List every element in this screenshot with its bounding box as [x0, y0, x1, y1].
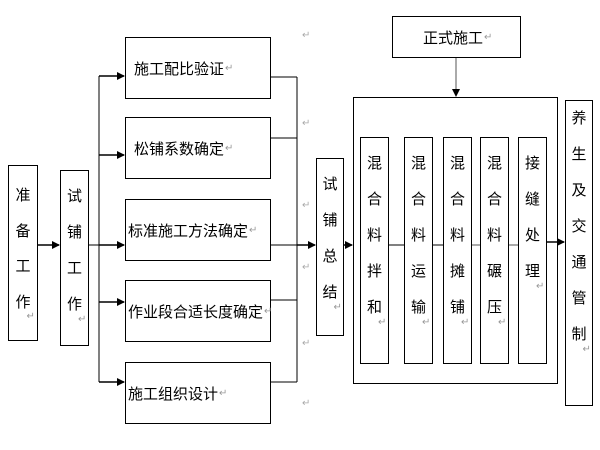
label-char: 合	[449, 190, 465, 208]
label-char: 缝	[524, 190, 540, 208]
summary-box: 试铺总结↵	[316, 158, 344, 336]
label-char: 铺	[322, 211, 338, 229]
task-label-3: 标准施工方法确定	[128, 221, 249, 240]
task-box-1: 施工配比验证↵	[125, 37, 271, 99]
label-char: 接	[524, 154, 540, 172]
label-char: 制	[571, 325, 587, 343]
label-char: 作	[66, 295, 82, 313]
step-label-3: 混合料摊铺↵	[449, 154, 469, 354]
label-char: 混	[486, 154, 502, 172]
label-char: 试	[66, 187, 82, 205]
label-char: 通	[571, 253, 587, 271]
label-char: 养	[571, 109, 587, 127]
label-char: 碾	[486, 262, 502, 280]
label-char: 结	[322, 283, 338, 301]
label-char: 拌	[366, 262, 382, 280]
label-char: 总	[322, 247, 338, 265]
label-char: 准	[15, 186, 31, 204]
label-char: 料	[366, 226, 382, 244]
paragraph-mark: ↵	[302, 118, 311, 129]
formal-process-container	[353, 97, 558, 384]
formal-label: 正式施工	[423, 28, 484, 47]
label-char: 混	[449, 154, 465, 172]
step-box-1: 混合料拌和↵	[360, 137, 389, 364]
task-label-1: 施工配比验证	[134, 59, 225, 78]
paragraph-mark: ↵	[421, 316, 431, 328]
paragraph-mark: ↵	[460, 316, 470, 328]
label-char: 工	[66, 259, 82, 277]
paragraph-mark: ↵	[302, 30, 311, 41]
label-char: 摊	[449, 262, 465, 280]
paragraph-mark: ↵	[302, 338, 311, 349]
step-box-2: 混合料运输↵	[404, 137, 433, 364]
label-char: 压	[486, 298, 502, 316]
paragraph-mark: ↵	[333, 301, 342, 313]
paragraph-mark: ↵	[26, 311, 35, 323]
label-char: 备	[15, 221, 31, 240]
prep-box: 准备工作↵	[8, 165, 38, 341]
label-char: 铺	[449, 298, 465, 316]
paragraph-mark: ↵	[77, 313, 87, 325]
trial-label: 试铺工作↵	[66, 187, 86, 351]
step-label-5: 接缝处理↵	[524, 154, 544, 318]
task-label-4: 作业段合适长度确定	[128, 302, 264, 321]
task-label-2: 松铺系数确定	[134, 139, 225, 158]
task-label-5: 施工组织设计	[128, 384, 219, 403]
label-char: 合	[366, 190, 382, 208]
label-char: 管	[571, 289, 587, 307]
task-box-3: 标准施工方法确定↵	[125, 199, 271, 261]
label-char: 合	[410, 190, 426, 208]
paragraph-mark: ↵	[535, 280, 545, 292]
step-box-3: 混合料摊铺↵	[443, 137, 472, 364]
step-box-4: 混合料碾压↵	[480, 137, 509, 364]
task-box-5: 施工组织设计↵	[125, 362, 271, 424]
paragraph-mark: ↵	[302, 262, 311, 273]
final-box: 养生及交通管制↵	[565, 100, 593, 406]
paragraph-mark: ↵	[497, 316, 507, 328]
label-char: 及	[571, 181, 587, 199]
label-char: 料	[449, 226, 465, 244]
label-char: 理	[524, 262, 540, 280]
prep-label: 准备工作↵	[15, 186, 34, 348]
label-char: 输	[410, 298, 426, 316]
step-label-1: 混合料拌和↵	[366, 154, 386, 354]
label-char: 作	[15, 292, 31, 311]
label-char: 混	[410, 154, 426, 172]
label-char: 铺	[66, 223, 82, 241]
paragraph-mark: ↵	[302, 200, 311, 211]
paragraph-mark: ↵	[582, 343, 591, 355]
label-char: 混	[366, 154, 382, 172]
label-char: 生	[571, 145, 587, 163]
label-char: 试	[322, 175, 338, 193]
step-label-4: 混合料碾压↵	[486, 154, 506, 354]
final-label: 养生及交通管制↵	[571, 109, 590, 381]
formal-box: 正式施工↵	[392, 16, 521, 58]
label-char: 料	[486, 226, 502, 244]
task-box-4: 作业段合适长度确定↵	[125, 280, 272, 342]
summary-label: 试铺总结↵	[322, 175, 341, 339]
label-char: 运	[410, 262, 426, 280]
label-char: 工	[15, 257, 31, 275]
paragraph-mark: ↵	[302, 398, 311, 409]
trial-box: 试铺工作↵	[60, 170, 89, 346]
task-box-2: 松铺系数确定↵	[125, 117, 271, 179]
step-box-5: 接缝处理↵	[518, 137, 547, 364]
label-char: 交	[571, 217, 587, 235]
label-char: 处	[524, 226, 540, 244]
paragraph-mark: ↵	[377, 316, 387, 328]
step-label-2: 混合料运输↵	[410, 154, 430, 354]
label-char: 料	[410, 226, 426, 244]
label-char: 和	[366, 298, 382, 316]
label-char: 合	[486, 190, 502, 208]
